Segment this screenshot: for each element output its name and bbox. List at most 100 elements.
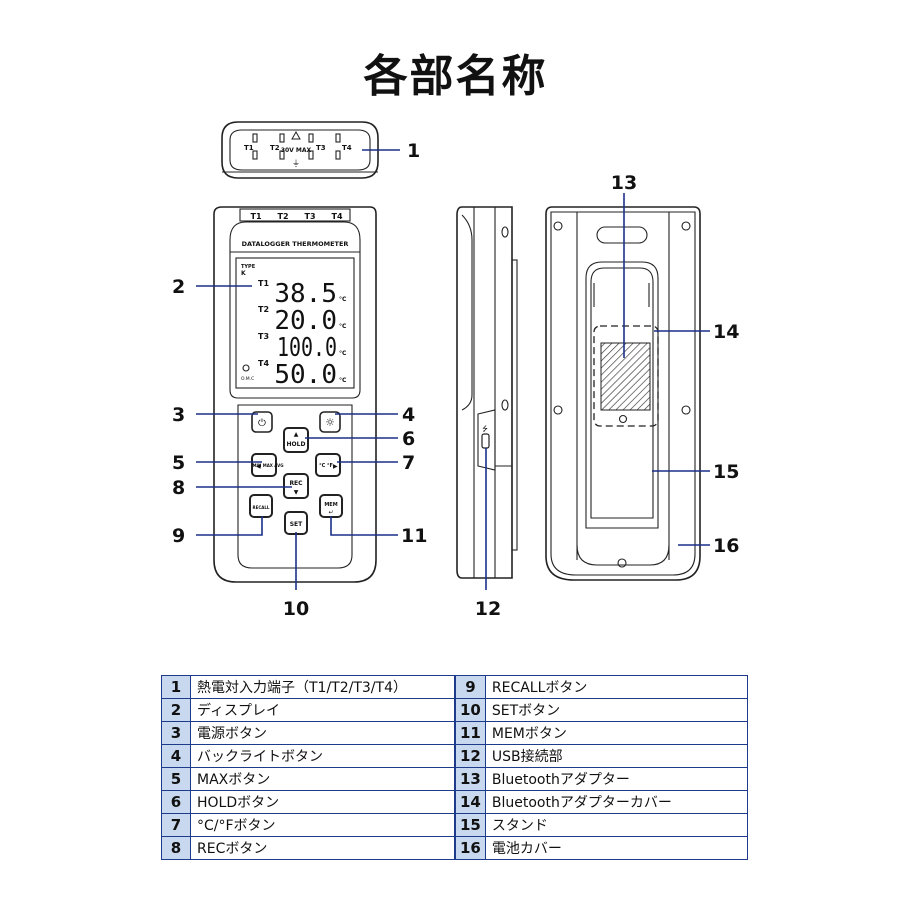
callout-2: 2 (172, 276, 185, 298)
max-voltage-label: 30V MAX (281, 147, 312, 154)
lcd-display (235, 257, 355, 389)
part-name: °C/°Fボタン (190, 813, 455, 837)
svg-text:°C: °C (339, 377, 347, 384)
tab-t3: T3 (304, 212, 315, 221)
svg-text:REC: REC (289, 480, 303, 487)
callout-1: 1 (407, 140, 420, 162)
part-name: MEMボタン (484, 721, 749, 745)
callout-4: 4 (402, 404, 415, 426)
lcd-row-t2: T2 20.0 °C (258, 305, 347, 336)
arrow-up-icon: ▲ (294, 431, 299, 438)
rec-button[interactable]: REC ▼ (283, 473, 309, 499)
svg-text:RECALL: RECALL (253, 505, 270, 510)
callout-14: 14 (713, 321, 739, 343)
tab-t2: T2 (277, 212, 288, 221)
screws (553, 221, 691, 568)
svg-text:T4: T4 (258, 359, 269, 368)
warning-icon (291, 130, 301, 140)
part-name: USB接続部 (484, 744, 749, 768)
connector-t2: T2 (270, 133, 285, 160)
part-number: 12 (455, 744, 486, 768)
part-name: Bluetoothアダプター (484, 767, 749, 791)
part-name: RECボタン (190, 836, 455, 860)
part-name: 熱電対入力端子（T1/T2/T3/T4） (190, 675, 455, 699)
svg-text:°C: °C (339, 323, 347, 330)
screw-icon (618, 414, 628, 424)
callout-13: 13 (611, 172, 637, 194)
lcd-row-t4: T4 50.0 °C (258, 359, 347, 390)
screw-icon (553, 405, 563, 415)
screw-icon (553, 221, 563, 231)
page-title: 各部名称 (363, 51, 548, 102)
top-connector-view: T1 T2 T3 T4 30V MAX ⏚ (221, 121, 379, 179)
arrow-right-icon: ▶ (333, 463, 338, 470)
connector-label-t1: T1 (244, 144, 254, 152)
lcd-value-t2: 20.0 (274, 306, 337, 336)
bluetooth-adapter (600, 342, 651, 411)
part-name: SETボタン (484, 698, 749, 722)
svg-text:SET: SET (290, 521, 303, 528)
svg-text:°C °F: °C °F (319, 463, 333, 469)
part-number: 3 (161, 721, 191, 745)
front-device: T1 T2 T3 T4 DATALOGGER THERMOMETER TYPE … (213, 206, 377, 583)
callout-5: 5 (172, 452, 185, 474)
part-number: 11 (455, 721, 486, 745)
leader-9 (196, 516, 263, 536)
callout-6: 6 (402, 428, 415, 450)
part-number: 16 (455, 836, 486, 860)
enter-icon: ↵ (328, 509, 333, 516)
part-name: Bluetoothアダプターカバー (484, 790, 749, 814)
connector-label-t4: T4 (342, 144, 352, 152)
svg-text:°C: °C (339, 296, 347, 303)
mem-button[interactable]: MEM ↵ (319, 494, 343, 518)
callout-11: 11 (401, 525, 427, 547)
back-device (545, 206, 701, 581)
clock-icon (242, 364, 250, 372)
part-name: スタンド (484, 813, 749, 837)
power-icon: ⏻ (258, 418, 266, 429)
table-row: 7°C/°Fボタン (161, 813, 455, 837)
part-number: 7 (161, 813, 191, 837)
lcd-row-t1: T1 38.5 °C (258, 279, 347, 309)
connector-label-t3: T3 (316, 144, 326, 152)
power-button[interactable]: ⏻ (251, 411, 273, 433)
backlight-button[interactable]: ☼ (319, 411, 341, 433)
callout-8: 8 (172, 477, 185, 499)
leader-11 (330, 516, 398, 536)
svg-text:T2: T2 (258, 305, 269, 314)
part-number: 1 (161, 675, 191, 699)
unit-toggle-button[interactable]: °C °F ▶ (315, 453, 341, 477)
hold-button[interactable]: ▲ HOLD (283, 427, 309, 453)
lcd-indicator: O.M.C (241, 376, 254, 382)
bluetooth-cover (593, 325, 659, 427)
max-button[interactable]: ◀ MIN MAX AVG (251, 453, 283, 477)
screw-icon (681, 405, 691, 415)
part-number: 2 (161, 698, 191, 722)
recall-button[interactable]: RECALL (249, 494, 273, 518)
set-button[interactable]: SET (284, 511, 308, 535)
connector-t1: T1 (244, 133, 258, 160)
lcd-value-t1: 38.5 (274, 279, 337, 309)
callout-3: 3 (172, 404, 185, 426)
screw-icon (681, 221, 691, 231)
part-number: 15 (455, 813, 486, 837)
usb-port[interactable] (481, 433, 490, 449)
svg-text:HOLD: HOLD (287, 441, 306, 448)
part-name: HOLDボタン (190, 790, 455, 814)
usb-icon: ⭍ (482, 425, 488, 433)
part-number: 6 (161, 790, 191, 814)
connector-t3: T3 (308, 133, 326, 160)
part-name: 電池カバー (484, 836, 749, 860)
arrow-down-icon: ▼ (294, 489, 299, 496)
